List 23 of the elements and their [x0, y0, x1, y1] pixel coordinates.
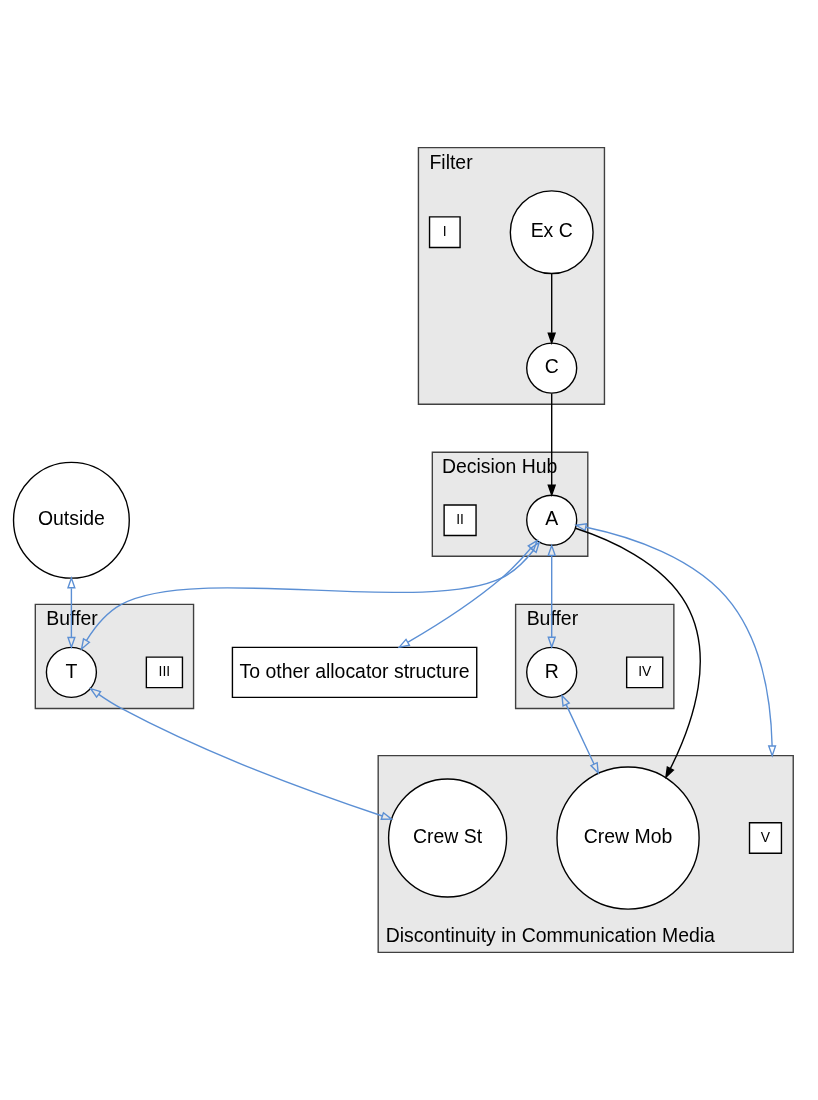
- arrow: [574, 523, 777, 758]
- node-circle: A: [526, 494, 578, 546]
- arrow: [547, 392, 557, 497]
- node-box: II: [443, 504, 477, 537]
- node-circle: R: [526, 646, 578, 699]
- node-box: IV: [625, 656, 664, 689]
- node-circle: Outside: [12, 461, 130, 579]
- arrow: [397, 539, 539, 649]
- node-box: I: [428, 216, 461, 249]
- arrow: [547, 273, 557, 345]
- node-circle: T: [45, 646, 98, 699]
- arrow: [574, 527, 701, 780]
- node-box: III: [145, 656, 184, 689]
- node-circle: Crew St: [387, 778, 508, 898]
- arrow: [561, 693, 600, 775]
- arrow: [67, 575, 76, 650]
- arrow: [547, 543, 557, 650]
- node-circle: C: [526, 342, 578, 394]
- node-circle: Ex C: [509, 190, 594, 275]
- arrow: [80, 540, 541, 651]
- node-box: V: [748, 822, 783, 854]
- node-box: To other allocator structure: [231, 646, 478, 699]
- arrow: [88, 687, 394, 820]
